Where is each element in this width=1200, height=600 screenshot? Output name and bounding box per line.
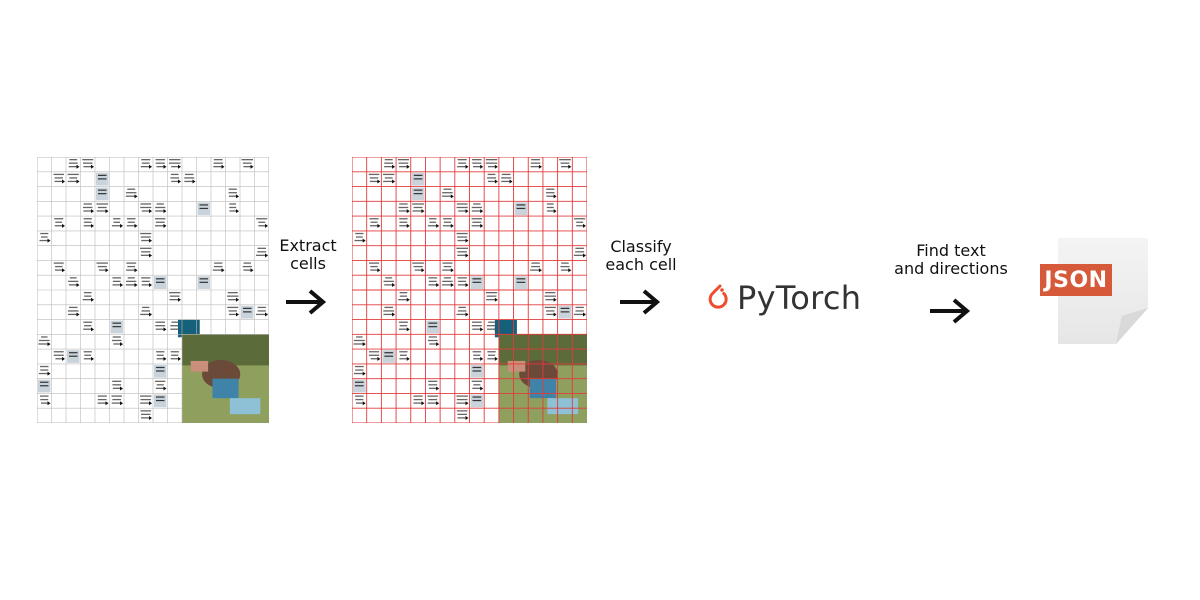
step-label-classify: Classify each cell: [598, 238, 684, 274]
step-label-find: Find text and directions: [886, 242, 1016, 278]
crossword-grid-original: [37, 157, 269, 423]
step-label-extract: Extract cells: [272, 237, 344, 273]
step-label-classify-line1: Classify: [610, 237, 672, 256]
pytorch-flame-icon: [708, 284, 728, 309]
step-label-find-line2: and directions: [894, 259, 1008, 278]
step-label-classify-line2: each cell: [605, 255, 677, 274]
arrow-right-icon: [286, 289, 327, 315]
step-label-extract-line2: cells: [290, 254, 326, 273]
arrow-right-icon: [930, 298, 971, 324]
pytorch-wordmark: PyTorch: [737, 279, 862, 317]
arrow-right-icon: [620, 289, 661, 315]
crossword-grid-cells: [352, 157, 587, 423]
json-badge: JSON: [1040, 264, 1112, 296]
step-label-extract-line1: Extract: [279, 236, 337, 255]
step-label-find-line1: Find text: [916, 241, 986, 260]
pytorch-logo: PyTorch: [705, 278, 861, 318]
